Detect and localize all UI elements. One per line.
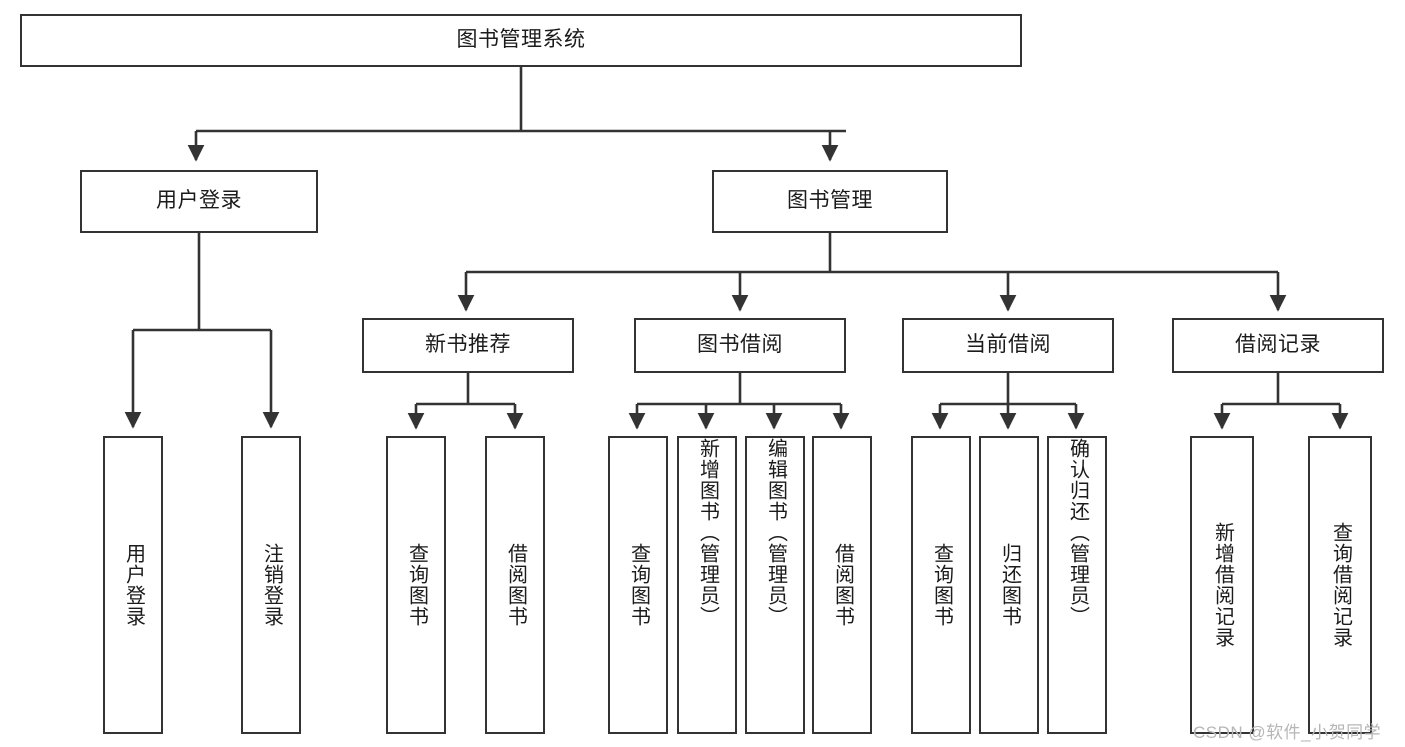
node-label: 新书推荐 (425, 333, 511, 357)
node-label: 查询图书 (627, 543, 650, 627)
node-label: 借阅图书 (831, 543, 854, 627)
node-borrowing-records[interactable]: 借阅记录 (1172, 318, 1384, 373)
node-label: 编辑图书（管理员） (764, 438, 787, 627)
node-label: 注销登录 (260, 543, 283, 627)
node-label: 查询图书 (405, 543, 428, 627)
csdn-watermark: CSDN @软件_小贺同学 (1193, 723, 1382, 742)
node-label: 新增图书（管理员） (696, 438, 719, 627)
node-new-book-recommendation[interactable]: 新书推荐 (362, 318, 574, 373)
node-current-borrowing[interactable]: 当前借阅 (902, 318, 1114, 373)
leaf-add-book-admin[interactable]: 新增图书（管理员） (677, 436, 737, 734)
node-root-book-management-system[interactable]: 图书管理系统 (20, 14, 1022, 67)
leaf-return-books[interactable]: 归还图书 (979, 436, 1039, 734)
node-label: 新增借阅记录 (1211, 522, 1234, 648)
node-label: 图书借阅 (697, 333, 783, 357)
node-label: 查询图书 (930, 543, 953, 627)
leaf-query-books-borrow[interactable]: 查询图书 (608, 436, 668, 734)
leaf-query-books-recommend[interactable]: 查询图书 (386, 436, 446, 734)
leaf-borrow-books[interactable]: 借阅图书 (812, 436, 872, 734)
leaf-confirm-return-admin[interactable]: 确认归还（管理员） (1047, 436, 1107, 734)
leaf-user-login[interactable]: 用户登录 (103, 436, 163, 734)
node-book-management[interactable]: 图书管理 (712, 170, 948, 233)
node-label: 用户登录 (122, 543, 145, 627)
node-label: 确认归还（管理员） (1066, 438, 1089, 627)
leaf-query-borrow-record[interactable]: 查询借阅记录 (1308, 436, 1372, 734)
leaf-query-books-current[interactable]: 查询图书 (911, 436, 971, 734)
leaf-edit-book-admin[interactable]: 编辑图书（管理员） (745, 436, 805, 734)
node-label: 借阅图书 (504, 543, 527, 627)
leaf-borrow-books-recommend[interactable]: 借阅图书 (485, 436, 545, 734)
node-label: 借阅记录 (1235, 333, 1321, 357)
node-user-login[interactable]: 用户登录 (80, 170, 318, 233)
node-label: 图书管理系统 (456, 28, 586, 52)
node-label: 当前借阅 (965, 333, 1051, 357)
leaf-add-borrow-record[interactable]: 新增借阅记录 (1190, 436, 1254, 734)
leaf-logout[interactable]: 注销登录 (241, 436, 301, 734)
node-label: 查询借阅记录 (1329, 522, 1352, 648)
node-label: 归还图书 (998, 543, 1021, 627)
node-book-borrowing[interactable]: 图书借阅 (634, 318, 846, 373)
node-label: 图书管理 (787, 189, 873, 213)
node-label: 用户登录 (156, 189, 242, 213)
